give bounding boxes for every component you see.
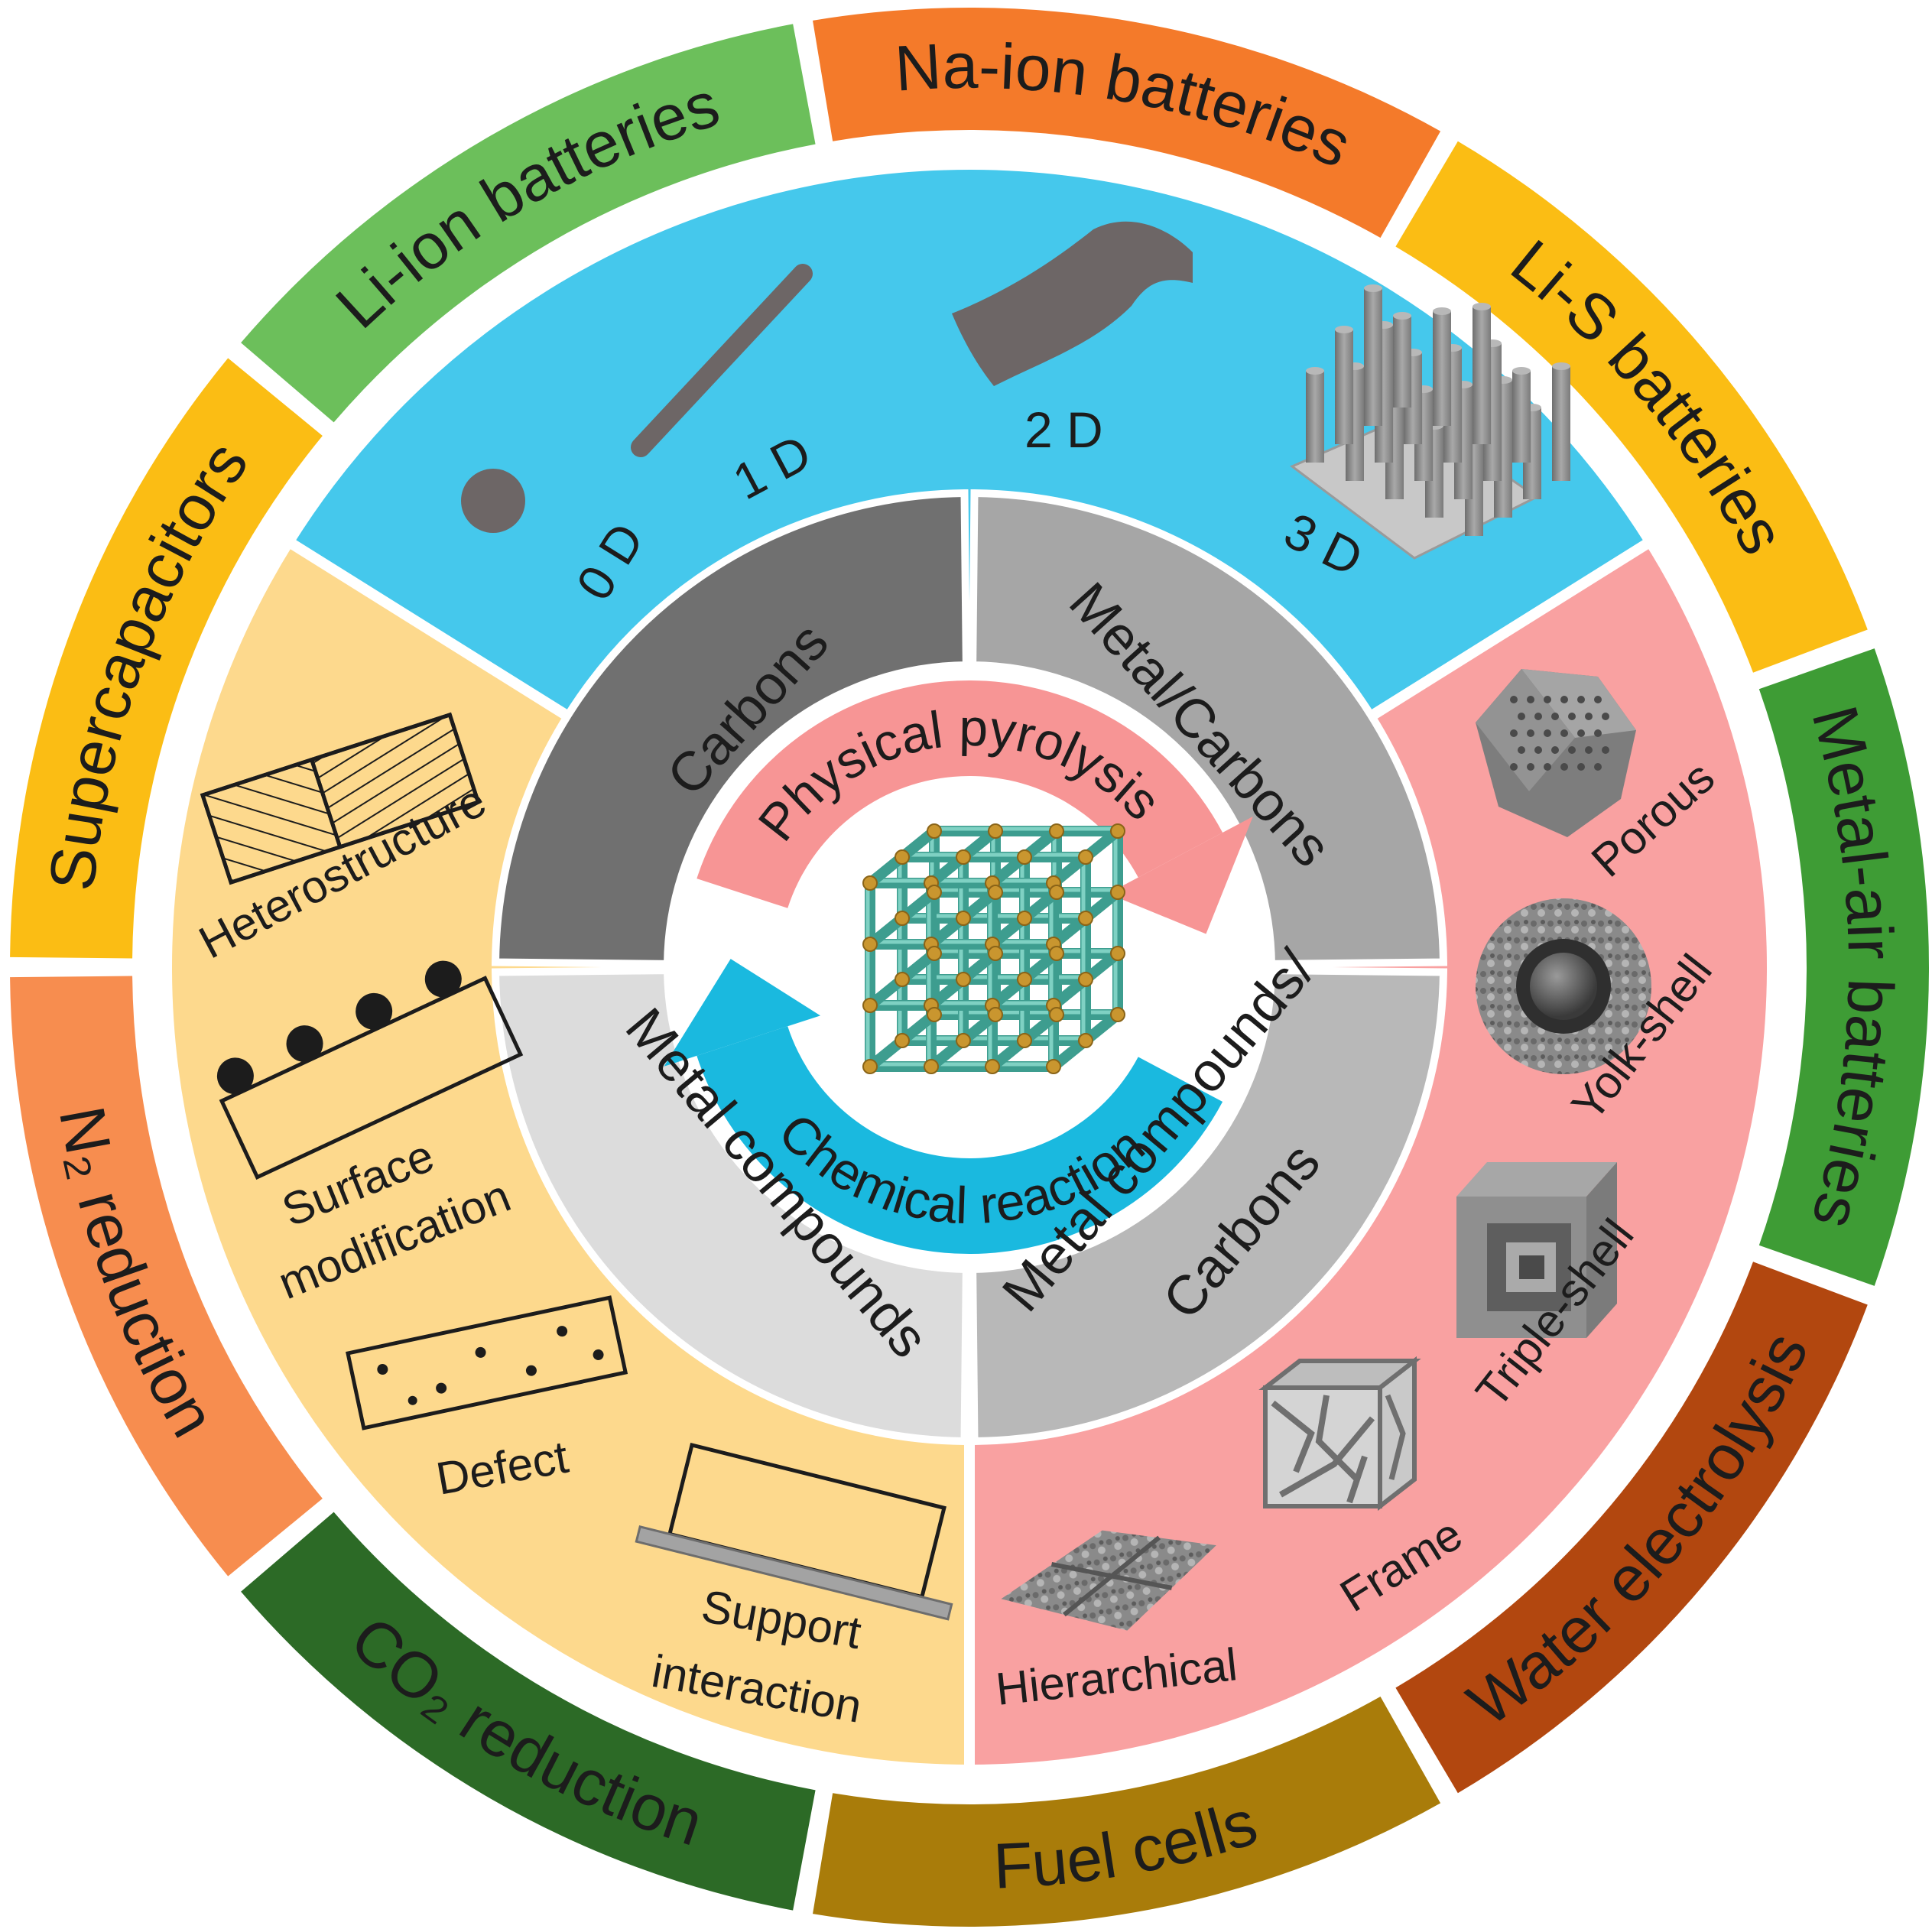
application-segment-n-reduction [10,976,323,1577]
composition-ring [491,489,1448,1446]
dimension-label-2d: 2 D [1024,401,1103,458]
rod-icon [631,264,813,457]
application-segment-co-reduction [241,1512,816,1911]
application-segment-water-electrolysis [1395,1262,1868,1794]
surface-modification-icon [216,960,524,1180]
sphere-icon [461,469,525,533]
mof-framework-cube-icon [862,823,1125,1074]
hierarchical-plate-icon [1001,1530,1216,1631]
application-segment-fuel-cells [813,1696,1441,1927]
composition-segment-metal-carbons [969,489,1448,968]
yolk-shell-sphere-icon [1476,898,1651,1074]
porous-polyhedron-icon [1476,669,1636,837]
application-segment-supercapacitors [10,358,323,959]
application-segment-na-ion-batteries [813,7,1441,239]
frame-cube-icon [1258,1356,1421,1512]
heterostructure-icon [200,712,481,885]
application-segment-li-s-batteries [1395,141,1868,673]
defect-icon [346,1295,628,1431]
sheet-icon [952,221,1193,386]
physical-pyrolysis-arrow [696,680,1223,908]
application-segment-li-ion-batteries [241,24,816,423]
composition-segment-metal-compounds [491,966,970,1446]
support-interaction-icon [635,1442,953,1621]
pillar-array-icon [1290,284,1570,560]
composition-segment-metal-compounds-carbons [969,966,1448,1446]
chemical-reaction-arrow-head [664,959,821,1067]
chemical-reaction-arrow [696,1026,1223,1254]
application-segment-metal-air-batteries [1758,648,1930,1286]
triple-shell-cube-icon [1456,1162,1617,1338]
composition-segment-carbons [491,489,970,968]
physical-pyrolysis-arrow-head [1108,816,1253,934]
